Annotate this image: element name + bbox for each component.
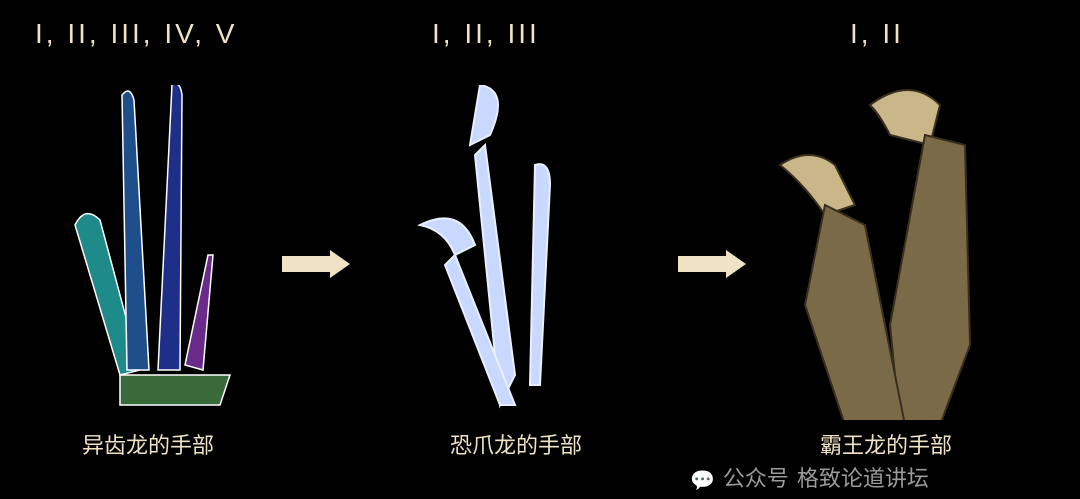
arrow-right-icon [678, 250, 746, 278]
trex-hand-image [778, 89, 972, 420]
caption-dimetrodon: 异齿龙的手部 [82, 434, 215, 459]
digit-numerals-trex: I, II [850, 18, 904, 49]
caption-trex: 霸王龙的手部 [820, 434, 953, 459]
wechat-icon: 💬 [690, 468, 715, 492]
deinonychus-hand-image [416, 85, 552, 409]
digit-numerals-dimetrodon: I, II, III, IV, V [35, 18, 238, 49]
digit-numerals-deinonychus: I, II, III [432, 18, 540, 49]
watermark-prefix: 公众号 [722, 467, 789, 492]
caption-deinonychus: 恐爪龙的手部 [450, 434, 583, 459]
watermark-name: 格致论道讲坛 [796, 467, 929, 492]
arrow-right-icon [282, 250, 350, 278]
watermark: 💬 公众号 格致论道讲坛 [690, 467, 929, 493]
dimetrodon-hand-image [74, 85, 232, 406]
